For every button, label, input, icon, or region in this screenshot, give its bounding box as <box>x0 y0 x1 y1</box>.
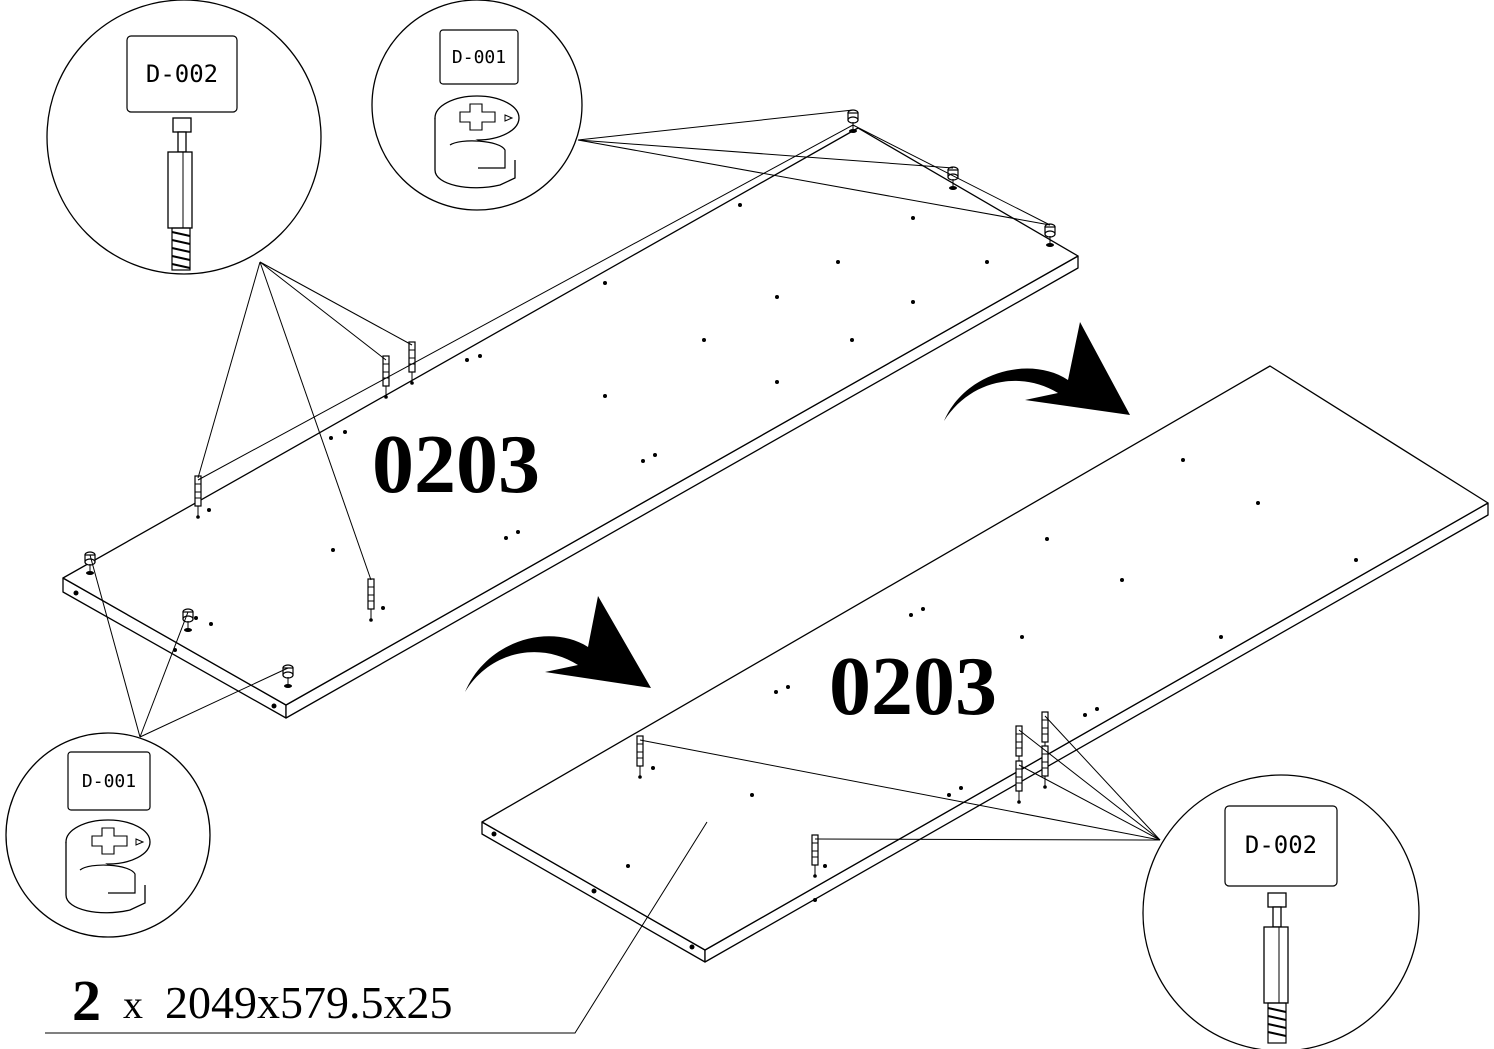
callout-bottom-left: D-001 <box>5 732 211 938</box>
leader-lines <box>45 109 1161 1034</box>
panel-bottom-part-number: 0203 <box>829 640 997 733</box>
callout-top-left-label: D-002 <box>146 60 218 88</box>
quantity-label: 2 x 2049x579.5x25 <box>72 968 453 1033</box>
panel-top-holes <box>73 203 989 709</box>
panel-top-part-number: 0203 <box>372 418 540 511</box>
callout-top-mid: D-001 <box>371 0 583 211</box>
callout-bottom-right-label: D-002 <box>1245 831 1317 859</box>
callout-top-left: D-002 <box>46 0 322 275</box>
cam-lock-icon <box>65 819 151 914</box>
panel-bottom-holes <box>491 458 1358 950</box>
flip-arrow-icon <box>465 596 651 692</box>
panel-top: 0203 <box>62 109 1079 719</box>
dowel-icon <box>1263 892 1289 1044</box>
callout-bottom-right: D-002 <box>1142 774 1420 1049</box>
panel-dimensions: 2049x579.5x25 <box>165 977 453 1028</box>
callout-top-mid-label: D-001 <box>452 47 506 68</box>
quantity-count: 2 <box>72 968 101 1033</box>
callout-bottom-left-label: D-001 <box>82 771 136 792</box>
flip-arrow-icon <box>944 322 1130 421</box>
quantity-times: x <box>123 982 143 1027</box>
panel-bottom: 0203 <box>481 365 1489 963</box>
dowel-icon <box>167 117 193 271</box>
cam-lock-icon <box>434 95 520 189</box>
